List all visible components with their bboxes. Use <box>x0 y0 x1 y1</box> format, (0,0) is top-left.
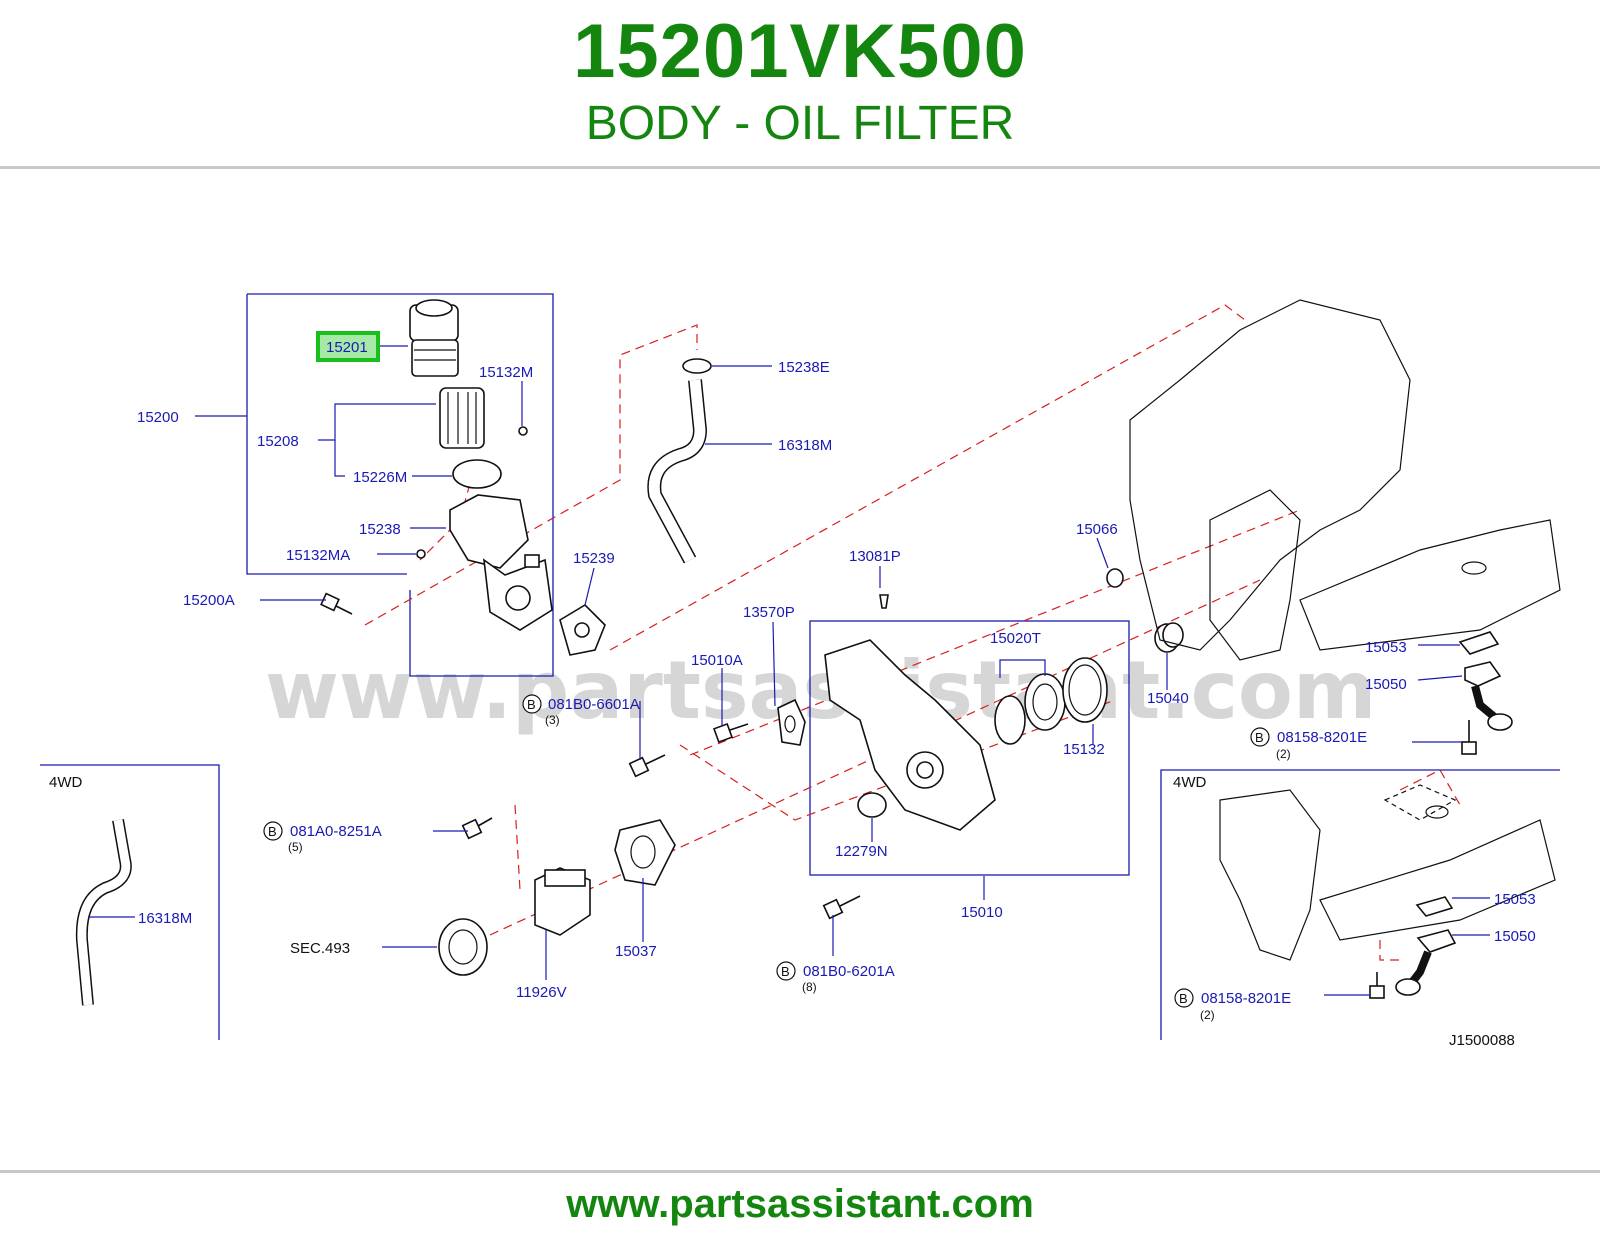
filter-element-drawing <box>439 387 485 449</box>
label-15238[interactable]: 15238 <box>359 521 401 538</box>
label-15238e[interactable]: 15238E <box>778 359 830 376</box>
gasket-15037-drawing <box>614 819 676 886</box>
small-o-ring-b-drawing <box>416 549 426 559</box>
bolt-08158-b-drawing <box>1369 972 1385 999</box>
bottom-divider <box>0 1170 1600 1173</box>
strainer-15050a-drawing <box>1464 661 1513 731</box>
front-cover-drawing <box>824 639 996 831</box>
bolt-callout-08158-8201e-4wd[interactable]: B 08158-8201E (2) <box>1174 988 1291 1022</box>
diagram-reference-code: J1500088 <box>1449 1032 1515 1049</box>
svg-text:(5): (5) <box>288 840 303 854</box>
hose-4wd-drawing <box>75 818 132 1006</box>
label-15037[interactable]: 15037 <box>615 943 657 960</box>
hose-16318m-drawing <box>647 379 708 564</box>
part-number-title: 15201VK500 <box>573 9 1027 94</box>
label-13081p[interactable]: 13081P <box>849 548 901 565</box>
label-4wd-right: 4WD <box>1173 774 1207 791</box>
bolt-081a0-8251a-drawing <box>461 817 493 840</box>
bolt-callout-081b0-6201a[interactable]: B 081B0-6201A (8) <box>776 961 895 994</box>
bolt-08158-a-drawing <box>1461 720 1477 755</box>
o-ring-drawing <box>452 459 502 489</box>
oil-filter-group-box <box>247 293 554 677</box>
svg-text:081A0-8251A: 081A0-8251A <box>290 823 382 840</box>
right-4wd-box <box>1160 769 1560 1040</box>
label-15201-highlighted[interactable]: 15201 <box>326 339 368 356</box>
diagram-subtitle: BODY - OIL FILTER <box>585 97 1015 150</box>
svg-text:B: B <box>527 697 536 712</box>
adapter-11926v-drawing <box>534 867 591 936</box>
seal-15132-drawing <box>1062 657 1108 723</box>
gasket-15053b-drawing <box>1415 896 1454 917</box>
engine-block-drawing <box>1129 299 1561 661</box>
filter-body-drawing <box>449 494 553 631</box>
label-16318m-4wd[interactable]: 16318M <box>138 910 192 927</box>
label-15010[interactable]: 15010 <box>961 904 1003 921</box>
svg-text:081B0-6601A: 081B0-6601A <box>548 696 640 713</box>
svg-text:B: B <box>268 824 277 839</box>
label-15132ma[interactable]: 15132MA <box>286 547 350 564</box>
label-15053-4wd[interactable]: 15053 <box>1494 891 1536 908</box>
left-4wd-box <box>40 764 220 1040</box>
collar-15040-drawing <box>1154 622 1184 653</box>
stud-13081p-drawing <box>879 594 889 609</box>
label-13570p[interactable]: 13570P <box>743 604 795 621</box>
svg-text:(2): (2) <box>1276 747 1291 761</box>
label-15239[interactable]: 15239 <box>573 550 615 567</box>
label-15132[interactable]: 15132 <box>1063 741 1105 758</box>
bolt-callout-081b0-6601a[interactable]: B 081B0-6601A (3) <box>522 694 640 727</box>
bolt-callout-08158-8201e[interactable]: B 08158-8201E (2) <box>1250 727 1367 761</box>
strainer-15050b-drawing <box>1395 929 1457 996</box>
label-16318m[interactable]: 16318M <box>778 437 832 454</box>
label-15066[interactable]: 15066 <box>1076 521 1118 538</box>
bolt-15200a-drawing <box>320 592 353 615</box>
header: 15201VK500 BODY - OIL FILTER <box>0 0 1600 168</box>
bolt-15010a-drawing <box>713 723 749 743</box>
label-leaders <box>88 345 1490 996</box>
seal-12279n-drawing <box>857 792 887 818</box>
svg-text:08158-8201E: 08158-8201E <box>1201 990 1291 1007</box>
footer-url-link[interactable]: www.partsassistant.com <box>566 1182 1034 1226</box>
label-15226m[interactable]: 15226M <box>353 469 407 486</box>
label-15050-4wd[interactable]: 15050 <box>1494 928 1536 945</box>
highlighted-part-box <box>316 331 380 362</box>
bolt-081b0-6201a-drawing <box>822 895 861 920</box>
hose-clamp-drawing <box>682 358 712 374</box>
label-4wd-left: 4WD <box>49 774 83 791</box>
label-12279n[interactable]: 12279N <box>835 843 888 860</box>
svg-text:B: B <box>1255 730 1264 745</box>
label-15020t[interactable]: 15020T <box>990 630 1041 647</box>
label-15200a[interactable]: 15200A <box>183 592 235 609</box>
label-15040[interactable]: 15040 <box>1147 690 1189 707</box>
svg-text:(8): (8) <box>802 980 817 994</box>
svg-text:081B0-6201A: 081B0-6201A <box>803 963 895 980</box>
svg-text:(3): (3) <box>545 713 560 727</box>
gasket-13570p-drawing <box>777 698 806 746</box>
front-cover-group-box <box>809 620 1130 876</box>
small-o-ring-drawing <box>518 426 528 436</box>
pulley-sec493-drawing <box>438 918 488 976</box>
label-15050[interactable]: 15050 <box>1365 676 1407 693</box>
svg-text:(2): (2) <box>1200 1008 1215 1022</box>
svg-text:B: B <box>1179 991 1188 1006</box>
oil-filter-cap-drawing <box>409 299 459 377</box>
label-15010a[interactable]: 15010A <box>691 652 743 669</box>
label-15208[interactable]: 15208 <box>257 433 299 450</box>
svg-text:B: B <box>781 964 790 979</box>
gasket-15239-drawing <box>559 603 606 656</box>
label-15200[interactable]: 15200 <box>137 409 179 426</box>
bolt-081b0-6601a-drawing <box>628 754 666 778</box>
dashed-leaders <box>364 304 1461 961</box>
bolt-callout-081a0-8251a[interactable]: B 081A0-8251A (5) <box>263 821 382 854</box>
right-4wd-engine-drawing <box>1219 784 1556 961</box>
top-divider <box>0 166 1600 169</box>
o-ring-15066-drawing <box>1106 568 1124 588</box>
label-sec-493[interactable]: SEC.493 <box>290 940 350 957</box>
svg-text:08158-8201E: 08158-8201E <box>1277 729 1367 746</box>
label-11926v[interactable]: 11926V <box>516 984 567 1001</box>
gasket-15053a-drawing <box>1458 631 1500 655</box>
label-15053[interactable]: 15053 <box>1365 639 1407 656</box>
label-15132m[interactable]: 15132M <box>479 364 533 381</box>
watermark: www.partsassistant.com <box>265 644 1376 737</box>
